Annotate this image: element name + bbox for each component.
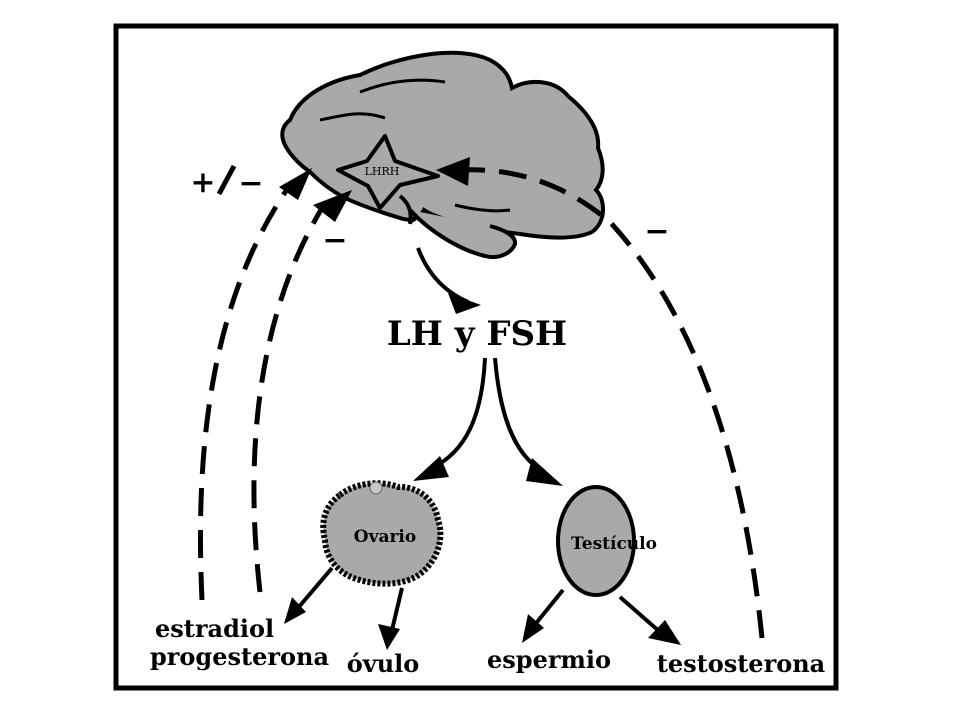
arrow-testosterone-head bbox=[648, 620, 681, 645]
hormones-label: LH y FSH bbox=[387, 314, 567, 354]
feedback-estradiol-head bbox=[279, 168, 312, 200]
feedback-progesterone-line bbox=[251, 206, 325, 593]
arrow-sperm-head bbox=[522, 614, 544, 643]
sperm-label: espermio bbox=[487, 645, 611, 674]
feedback-progesterone-head bbox=[313, 190, 352, 222]
brain-icon bbox=[280, 50, 605, 259]
arrow-testosterone bbox=[618, 595, 662, 634]
arrow-to-ovary-head bbox=[413, 456, 449, 481]
progesterone-label: progesterona bbox=[150, 642, 329, 671]
arrow-ovum-head bbox=[378, 624, 400, 650]
arrow-to-testis-head bbox=[526, 458, 563, 486]
arrow-sperm bbox=[531, 588, 565, 629]
feedback-negative-right: − bbox=[644, 214, 669, 249]
estradiol-label: estradiol bbox=[155, 614, 274, 643]
feedback-minus: − bbox=[238, 166, 263, 201]
arrow-to-testis bbox=[493, 357, 540, 470]
ovary-label: Ovario bbox=[354, 527, 416, 547]
feedback-testosterone-line bbox=[459, 167, 765, 639]
hypothalamus-star: LHRH bbox=[336, 134, 440, 210]
feedback-plus: + bbox=[190, 165, 215, 200]
pituitary-arrowhead bbox=[448, 293, 481, 314]
ovary-icon: Ovario bbox=[320, 480, 444, 587]
testis-icon: Testículo bbox=[556, 485, 657, 597]
feedback-estradiol-line bbox=[197, 183, 293, 601]
arrow-estradiol-head bbox=[284, 597, 306, 624]
feedback-testosterone-head bbox=[436, 157, 470, 186]
testosterone-label: testosterona bbox=[657, 649, 825, 678]
arrow-estradiol bbox=[296, 566, 334, 610]
lhrh-label: LHRH bbox=[365, 165, 400, 178]
feedback-negative-left: − bbox=[322, 223, 347, 258]
arrow-ovum bbox=[390, 587, 404, 631]
testis-label: Testículo bbox=[571, 534, 657, 554]
plus-minus-sign: + − bbox=[190, 164, 264, 201]
ovum-label: óvulo bbox=[347, 649, 420, 678]
